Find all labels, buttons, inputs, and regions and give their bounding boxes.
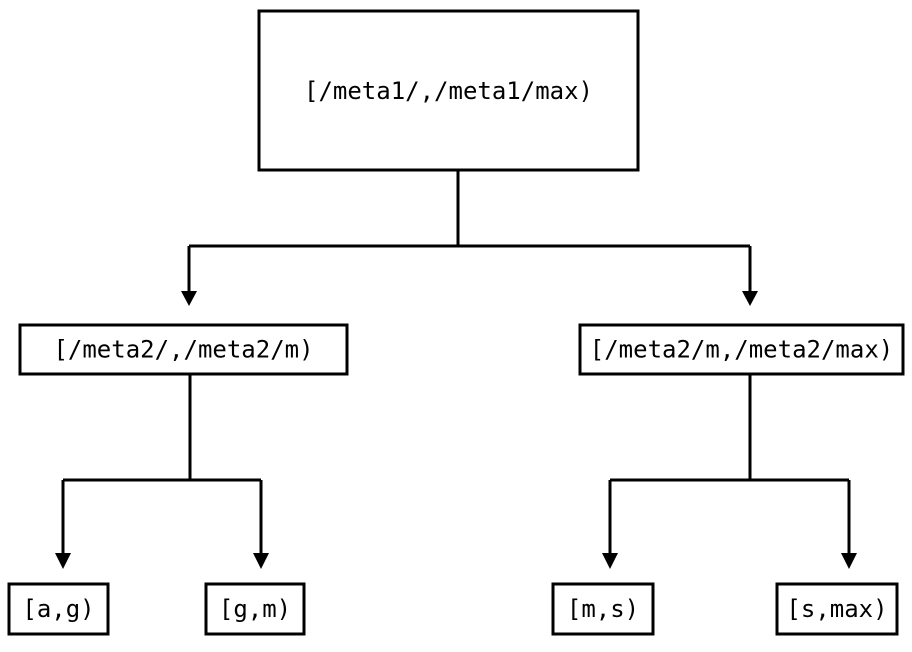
node-level2-left-box[interactable] (18, 323, 349, 376)
node-leaf-2[interactable]: [g,m) (204, 582, 306, 636)
node-root[interactable]: [/meta1/,/meta1/max) (257, 9, 640, 172)
edge-root-to-level2-group (181, 170, 758, 306)
node-leaf-3-label: [m,s) (567, 595, 639, 623)
node-leaf-4-box[interactable] (775, 582, 899, 636)
arrowhead-level2-left-to-leaf2 (253, 553, 269, 569)
node-level2-right-box[interactable] (578, 323, 905, 376)
edge-level2-right-to-leaves-group (602, 374, 857, 569)
node-leaf-1[interactable]: [a,g) (7, 582, 110, 636)
node-leaf-1-box[interactable] (7, 582, 110, 636)
node-leaf-2-box[interactable] (204, 582, 306, 636)
node-leaf-2-label: [g,m) (219, 595, 291, 623)
edge-level2-left-to-leaves-group (55, 374, 269, 569)
arrowhead-level2-left-to-leaf1 (55, 553, 71, 569)
node-level2-left-label: [/meta2/,/meta2/m) (53, 336, 313, 364)
node-leaf-4-label: [s,max) (786, 595, 887, 623)
node-leaf-4[interactable]: [s,max) (775, 582, 899, 636)
node-root-box[interactable] (257, 9, 640, 172)
node-root-label: [/meta1/,/meta1/max) (304, 77, 593, 105)
node-level2-left[interactable]: [/meta2/,/meta2/m) (18, 323, 349, 376)
node-level2-right-label: [/meta2/m,/meta2/max) (590, 336, 893, 364)
arrowhead-root-to-level2-left (181, 291, 197, 306)
node-leaf-3-box[interactable] (551, 582, 655, 636)
node-leaf-1-label: [a,g) (22, 595, 94, 623)
node-level2-right[interactable]: [/meta2/m,/meta2/max) (578, 323, 905, 376)
arrowhead-root-to-level2-right (742, 291, 758, 306)
arrowhead-level2-right-to-leaf4 (841, 553, 857, 569)
node-leaf-3[interactable]: [m,s) (551, 582, 655, 636)
arrowhead-level2-right-to-leaf3 (602, 553, 618, 569)
